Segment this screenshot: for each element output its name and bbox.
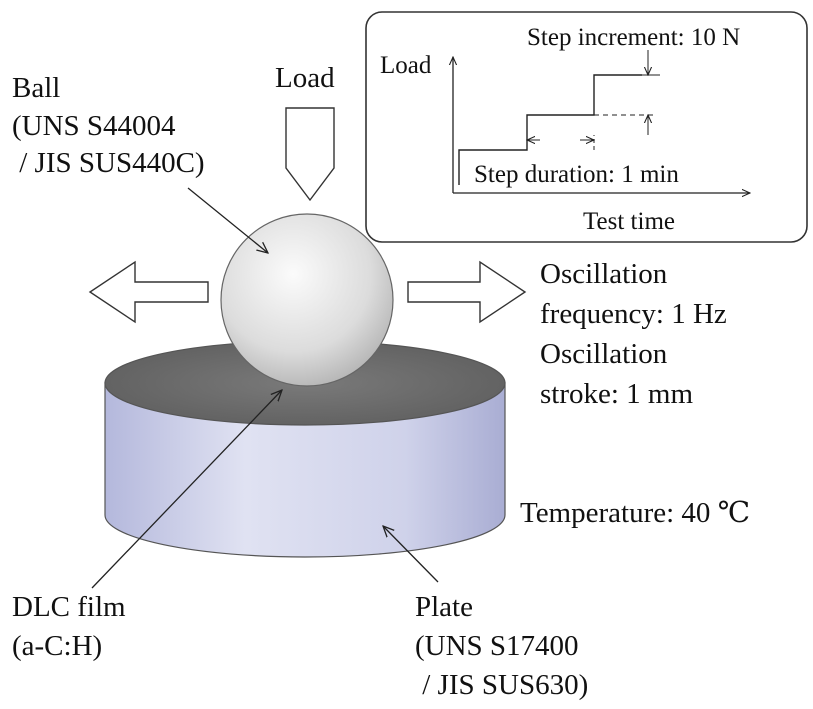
step-increment-label: Step increment: 10 N <box>527 24 740 51</box>
dlc-leader-line <box>91 390 282 589</box>
oscillation-label-line-2: frequency: 1 Hz <box>540 298 727 330</box>
dlc-label-line-1: DLC film <box>12 591 126 623</box>
oscillation-left-arrow <box>88 260 209 324</box>
load-label: Load <box>275 62 335 94</box>
load-profile-inset: Load Test time Step increment: 10 N Step… <box>365 11 808 243</box>
load-arrow <box>285 107 335 202</box>
step-duration-label: Step duration: 1 min <box>474 161 679 188</box>
plate-label-line-3: / JIS SUS630) <box>415 669 588 701</box>
ball-label-line-3: / JIS SUS440C) <box>12 147 205 179</box>
inset-frame <box>365 11 808 243</box>
ball-sphere <box>220 213 394 387</box>
oscillation-label-line-4: stroke: 1 mm <box>540 378 693 410</box>
inset-x-axis-label: Test time <box>583 208 675 235</box>
plate-label: Plate (UNS S17400 / JIS SUS630) <box>415 591 588 701</box>
inset-y-axis-label: Load <box>380 52 432 79</box>
plate-leader-line <box>383 526 439 583</box>
ball-label-line-1: Ball <box>12 72 60 104</box>
dlc-label: DLC film (a-C:H) <box>12 591 126 662</box>
oscillation-label-line-1: Oscillation <box>540 258 668 290</box>
ball-label-line-2: (UNS S44004 <box>12 110 176 142</box>
oscillation-right-arrow <box>407 260 527 324</box>
temperature-label: Temperature: 40 ℃ <box>520 497 750 529</box>
oscillation-label-line-3: Oscillation <box>540 338 668 370</box>
plate-label-line-2: (UNS S17400 <box>415 630 579 662</box>
ball-leader-line <box>187 187 268 253</box>
dlc-label-line-2: (a-C:H) <box>12 630 102 662</box>
plate-side <box>104 382 506 558</box>
load-step-profile <box>458 74 642 185</box>
oscillation-label: Oscillation frequency: 1 Hz Oscillation … <box>540 258 727 410</box>
ball-label: Ball (UNS S44004 / JIS SUS440C) <box>12 72 205 179</box>
plate-label-line-1: Plate <box>415 591 473 623</box>
